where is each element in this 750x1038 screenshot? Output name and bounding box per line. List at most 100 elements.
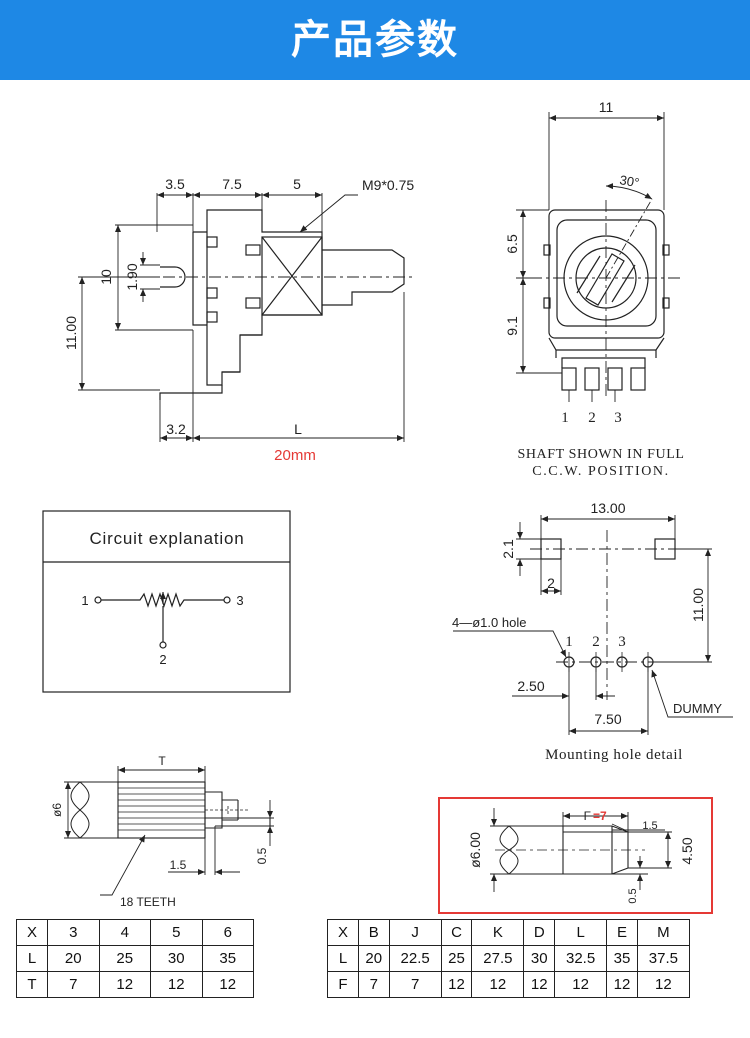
table-cell: 12	[440, 971, 473, 998]
dim-T: T	[158, 754, 166, 768]
table-cell: 7	[47, 971, 100, 998]
dim-2-1: 2.1	[500, 539, 516, 559]
table-cell: 3	[47, 919, 100, 946]
table-cell: 6	[201, 919, 254, 946]
dim-F: F	[584, 809, 591, 823]
front-view-dimensions	[516, 112, 665, 402]
d-shaft-dimensions	[490, 808, 672, 892]
table-cell: 12	[150, 971, 203, 998]
d-shaft-labels: F =7 1.5 ø6.00 4.50 0.5	[467, 809, 695, 904]
table-cell: L	[554, 919, 608, 946]
table-cell: T	[16, 971, 48, 998]
table-cell: L	[327, 945, 359, 972]
table-cell: X	[327, 919, 359, 946]
size-table-left: X 3 4 5 6 L 20 25 30 35 T 7 12 12 12	[16, 919, 254, 998]
page-title: 产品参数	[291, 17, 459, 63]
front-pin-1	[561, 367, 577, 391]
dim-9-1: 9.1	[504, 316, 520, 336]
table-cell: 12	[636, 971, 691, 998]
mounting-caption: Mounting hole detail	[545, 747, 683, 763]
mounting-dimensions	[453, 515, 733, 735]
dim-4-50: 4.50	[679, 837, 695, 864]
table-cell: 32.5	[554, 945, 608, 972]
front-pin-2	[584, 367, 600, 391]
table-cell: 37.5	[636, 945, 691, 972]
table-cell: 12	[98, 971, 151, 998]
table-cell: M	[636, 919, 691, 946]
table-row: F 7 7 12 12 12 12 12 12	[327, 971, 691, 998]
table-cell: 12	[523, 971, 556, 998]
table-cell: J	[388, 919, 442, 946]
dim-L: L	[294, 421, 302, 437]
resistor-symbol	[101, 592, 224, 608]
dim-2-50: 2.50	[517, 678, 544, 694]
dim-11-00: 11.00	[63, 316, 79, 350]
knurled-shaft-drawing	[70, 781, 271, 839]
front-view-drawing	[530, 200, 680, 400]
dim-1-5-knurl: 1.5	[170, 858, 187, 872]
table-cell: 22.5	[388, 945, 442, 972]
table-cell: 20	[358, 945, 390, 972]
mounting-labels: 13.00 2.1 2 11.00 4—ø1.0 hole 1 2 3 2.50…	[452, 500, 722, 763]
table-cell: 12	[471, 971, 525, 998]
dim-F-value: =7	[593, 809, 607, 823]
mount-pin-1: 1	[565, 634, 573, 650]
side-shaft	[322, 249, 405, 306]
dim-11-00-vertical: 11.00	[690, 588, 706, 622]
dim-6-5: 6.5	[504, 234, 520, 254]
dim-1-90: 1.90	[124, 263, 140, 290]
table-cell: E	[606, 919, 638, 946]
side-view-drawing	[140, 209, 415, 400]
table-cell: 30	[523, 945, 556, 972]
front-body	[548, 209, 665, 339]
shaft-caption-1: SHAFT SHOWN IN FULL	[517, 447, 684, 462]
front-pin-label-1: 1	[561, 410, 569, 426]
dim-d6: ø6	[50, 803, 64, 817]
circuit-box	[42, 510, 291, 693]
dim-3-5: 3.5	[165, 176, 185, 192]
side-view-dimensions	[78, 192, 405, 442]
dim-2: 2	[547, 575, 555, 591]
table-cell: B	[358, 919, 390, 946]
table-cell: 20	[47, 945, 100, 972]
dim-0-5-knurl: 0.5	[255, 847, 269, 864]
table-cell: 12	[606, 971, 638, 998]
circuit-pin-2: 2	[159, 652, 166, 667]
table-row: T 7 12 12 12	[16, 971, 254, 998]
dim-13-00: 13.00	[590, 500, 625, 516]
hole-label: 4—ø1.0 hole	[452, 615, 526, 630]
dummy-label: DUMMY	[673, 701, 722, 716]
table-cell: 25	[440, 945, 473, 972]
table-cell: 25	[98, 945, 151, 972]
table-cell: K	[471, 919, 525, 946]
d-shaft-highlight-frame	[438, 797, 713, 914]
mounting-drawing	[530, 530, 690, 700]
header-banner: 产品参数	[0, 0, 750, 80]
mount-pin-2: 2	[592, 634, 600, 650]
table-cell: F	[327, 971, 359, 998]
dim-7-5: 7.5	[222, 176, 242, 192]
dim-1-5-d: 1.5	[642, 820, 657, 832]
front-view-labels: 11 30° 6.5 9.1 1 2 3 SHAFT SHOWN IN FULL…	[504, 99, 684, 479]
teeth-label: 18 TEETH	[120, 895, 176, 909]
circuit-title: Circuit explanation	[89, 529, 244, 548]
table-cell: L	[16, 945, 48, 972]
table-cell: X	[16, 919, 48, 946]
front-pin-label-3: 3	[614, 410, 622, 426]
shaft-caption-2: C.C.W. POSITION.	[532, 464, 669, 479]
table-row: X 3 4 5 6	[16, 919, 254, 946]
table-cell: 4	[98, 919, 151, 946]
dim-3-2: 3.2	[166, 421, 186, 437]
table-cell: 7	[358, 971, 390, 998]
side-view-labels: 3.5 7.5 5 M9*0.75 10 1.90 11.00 3.2 L 20…	[63, 176, 414, 464]
table-cell: C	[440, 919, 473, 946]
d-shaft-drawing	[495, 825, 645, 875]
table-cell: 7	[388, 971, 442, 998]
dim-10: 10	[98, 269, 114, 285]
length-label: 20mm	[274, 447, 316, 464]
front-pin-label-2: 2	[588, 410, 596, 426]
table-cell: D	[523, 919, 556, 946]
table-cell: 35	[606, 945, 638, 972]
table-cell: 12	[201, 971, 254, 998]
